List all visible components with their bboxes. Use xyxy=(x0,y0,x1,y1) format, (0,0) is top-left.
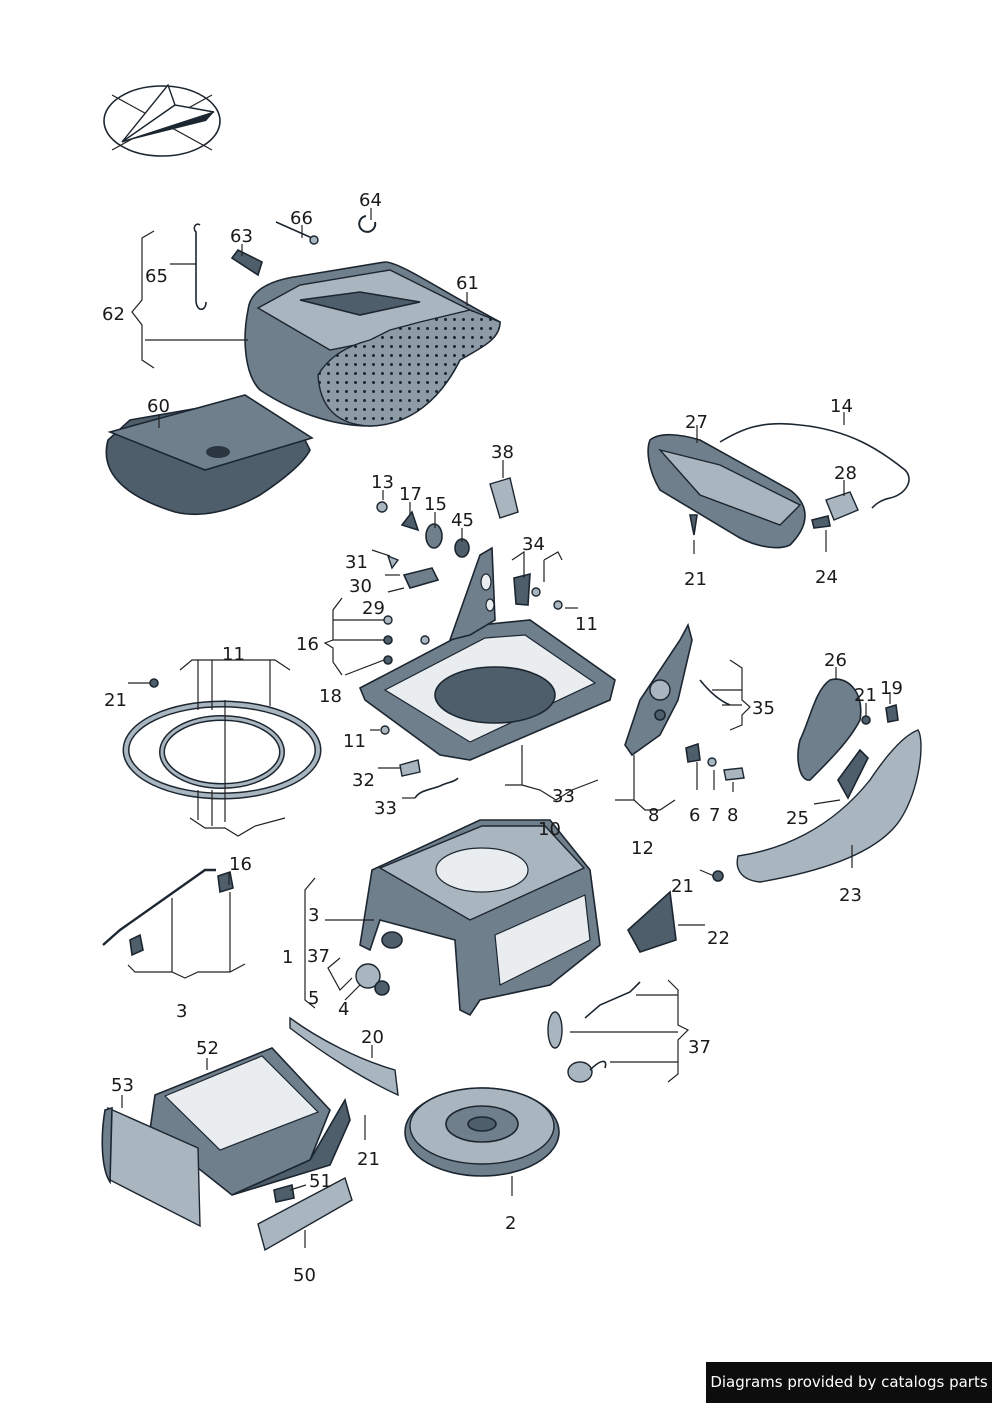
callout-12: 12 xyxy=(631,838,654,859)
callout-labels: 64 66 63 65 62 61 60 38 13 17 15 45 34 3… xyxy=(102,190,903,1286)
release-lever xyxy=(102,868,234,957)
seat-frame xyxy=(358,546,616,761)
callout-61: 61 xyxy=(456,273,479,294)
callout-24: 24 xyxy=(815,567,838,588)
callout-15: 15 xyxy=(424,494,447,515)
callout-17: 17 xyxy=(399,484,422,505)
callout-26: 26 xyxy=(824,650,847,671)
callout-5: 5 xyxy=(308,988,319,1009)
callout-63: 63 xyxy=(230,226,253,247)
callout-3-base: 3 xyxy=(308,905,319,926)
callout-31: 31 xyxy=(345,552,368,573)
callout-14: 14 xyxy=(830,396,853,417)
frame-small-parts xyxy=(376,477,563,799)
callout-23: 23 xyxy=(839,885,862,906)
callout-33-frame: 33 xyxy=(552,786,575,807)
callout-4: 4 xyxy=(338,999,349,1020)
callout-52: 52 xyxy=(196,1038,219,1059)
callout-16-lever: 16 xyxy=(229,854,252,875)
callout-10: 10 xyxy=(538,819,561,840)
callout-20: 20 xyxy=(361,1027,384,1048)
fastener-parts-top xyxy=(193,215,377,311)
callout-51: 51 xyxy=(309,1171,332,1192)
callout-18: 18 xyxy=(319,686,342,707)
callout-27: 27 xyxy=(685,412,708,433)
callout-21-trim: 21 xyxy=(671,876,694,897)
callout-66: 66 xyxy=(290,208,313,229)
callout-7: 7 xyxy=(709,805,720,826)
guide-rail xyxy=(257,1176,353,1252)
callout-22: 22 xyxy=(707,928,730,949)
turntable-plate xyxy=(404,1087,560,1177)
callout-2: 2 xyxy=(505,1213,516,1234)
callout-11-rings: 11 xyxy=(222,644,245,665)
callout-1: 1 xyxy=(282,947,293,968)
callout-6: 6 xyxy=(689,805,700,826)
callout-38: 38 xyxy=(491,442,514,463)
callout-34: 34 xyxy=(522,534,545,555)
footer-credit: Diagrams provided by catalogs parts xyxy=(706,1362,992,1403)
callout-21-cover: 21 xyxy=(854,685,877,706)
callout-8-bolt: 8 xyxy=(727,805,738,826)
callout-53: 53 xyxy=(111,1075,134,1096)
callout-13: 13 xyxy=(371,472,394,493)
callout-65: 65 xyxy=(145,266,168,287)
callout-50: 50 xyxy=(293,1265,316,1286)
roller-parts xyxy=(355,963,390,996)
drawer-front xyxy=(101,1106,201,1228)
callout-19: 19 xyxy=(880,678,903,699)
callout-32: 32 xyxy=(352,770,375,791)
callout-21-drawer: 21 xyxy=(357,1149,380,1170)
callout-25: 25 xyxy=(786,808,809,829)
seat-motor-unit xyxy=(647,422,910,549)
callout-21-rings: 21 xyxy=(104,690,127,711)
callout-11-bolt: 11 xyxy=(343,731,366,752)
callout-45: 45 xyxy=(451,510,474,531)
lever-bracket xyxy=(624,622,745,781)
upholstery-pad xyxy=(105,394,314,515)
callout-33-spring: 33 xyxy=(374,798,397,819)
callout-37-base: 37 xyxy=(307,946,330,967)
callout-16-frame: 16 xyxy=(296,634,319,655)
callout-62: 62 xyxy=(102,304,125,325)
orientation-emblem xyxy=(103,83,221,157)
callout-30: 30 xyxy=(349,576,372,597)
mounting-bracket xyxy=(626,890,677,953)
callout-60: 60 xyxy=(147,396,170,417)
callout-35: 35 xyxy=(752,698,775,719)
seat-base-frame xyxy=(359,819,601,1017)
leader-lines xyxy=(121,208,891,1248)
trim-strip xyxy=(289,1016,399,1097)
seat-cushion-cover xyxy=(244,261,501,427)
callout-64: 64 xyxy=(359,190,382,211)
callout-21-motor: 21 xyxy=(684,569,707,590)
callout-3-lever: 3 xyxy=(176,1001,187,1022)
callout-11-frame: 11 xyxy=(575,614,598,635)
bearing-rings xyxy=(122,678,322,800)
callout-29: 29 xyxy=(362,598,385,619)
callout-37-springs: 37 xyxy=(688,1037,711,1058)
callout-8-bracket: 8 xyxy=(648,805,659,826)
springs xyxy=(547,981,641,1083)
callout-28: 28 xyxy=(834,463,857,484)
side-trim-panel xyxy=(712,678,922,883)
